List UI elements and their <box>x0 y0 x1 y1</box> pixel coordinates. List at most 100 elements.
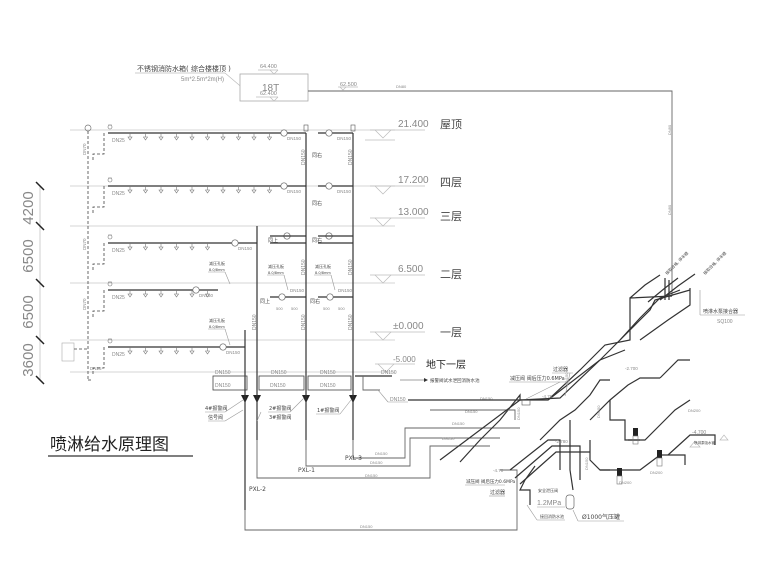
elevation-text: 13.000 <box>398 207 429 218</box>
svg-text:-4.70: -4.70 <box>493 468 504 473</box>
svg-text:同右: 同右 <box>312 152 322 159</box>
flow-indicator-icon <box>278 293 286 301</box>
flow-indicator-icon <box>326 293 334 301</box>
dimension-6500-a: 6500 <box>20 239 37 272</box>
outlet-elev: 62.500 <box>340 82 357 88</box>
sprinkler-head-icon <box>189 186 195 194</box>
pressure-tank-icon <box>565 494 575 510</box>
pxl-2-label: PXL-2 <box>249 486 266 493</box>
svg-text:DN150: DN150 <box>365 473 378 478</box>
svg-text:同上: 同上 <box>268 237 278 244</box>
sprinkler-head-icon <box>158 133 164 141</box>
svg-text:500: 500 <box>291 306 298 311</box>
svg-text:DN70: DN70 <box>82 143 87 155</box>
floor-name: 屋顶 <box>440 118 462 131</box>
sprinkler-head-icon <box>220 133 226 141</box>
svg-text:500: 500 <box>323 306 330 311</box>
test-valve-notes: 减压孔板 8.0/8mm 减压孔板 8.0/8mm 减压孔板 8.0/8mm 减… <box>208 260 345 346</box>
sprinkler-head-icon <box>266 133 273 141</box>
sprinkler-head-icon <box>204 243 211 251</box>
elevation-2f: 6.500 二层 <box>370 264 462 284</box>
filter-label: 过滤器 <box>553 366 568 373</box>
svg-text:DN150: DN150 <box>516 407 521 420</box>
outlet-dn: DN80 <box>396 84 407 89</box>
alarm-valve-station: DN150 DN150 DN150 DN150 DN150 DN150 DN15… <box>205 370 480 422</box>
flow-indicator-icon <box>231 239 239 247</box>
pump-adapter-label: 喷淋水泵接合器 <box>703 308 738 315</box>
alarm-valve-2-label: 2#报警阀 <box>269 405 291 412</box>
svg-text:DN150: DN150 <box>287 189 302 194</box>
pump-room-piping <box>408 273 729 510</box>
svg-text:DN200: DN200 <box>650 470 663 475</box>
sprinkler-head-icon <box>204 133 211 141</box>
sprinkler-head-icon <box>127 290 133 298</box>
sprinkler-head-icon <box>173 243 180 251</box>
svg-text:DN150: DN150 <box>442 436 455 441</box>
sprinkler-head-icon <box>189 347 195 355</box>
svg-text:500: 500 <box>338 306 345 311</box>
svg-text:同右: 同右 <box>312 200 322 207</box>
sprinkler-head-icon <box>127 243 133 251</box>
svg-text:同右: 同右 <box>312 237 322 244</box>
sprinkler-head-icon <box>173 347 180 355</box>
svg-text:-4.70: -4.70 <box>542 394 553 399</box>
svg-text:DN150: DN150 <box>360 524 373 529</box>
sprinkler-head-icon <box>220 186 226 194</box>
tank-capacity: 18T <box>262 83 279 94</box>
sprinkler-head-icon <box>204 347 211 355</box>
sprinkler-head-icon <box>158 186 164 194</box>
elevation-marks: 21.400 屋顶 17.200 四层 13.000 三层 6.500 二层 ±… <box>365 118 466 373</box>
dimension-chain: 4200 6500 6500 3600 <box>20 181 45 385</box>
filter-label-2: 过滤器 <box>490 489 505 496</box>
elevation-text: 6.500 <box>398 264 423 275</box>
svg-text:DN150: DN150 <box>290 288 305 293</box>
drain-back-label: 接回消防水池 <box>540 513 564 519</box>
sprinkler-head-icon <box>251 133 257 141</box>
sprinkler-head-icon <box>127 347 133 355</box>
sprinkler-head-icon <box>173 133 180 141</box>
elevation-roof: 21.400 屋顶 <box>365 118 462 141</box>
safety-pressure: 1.2MPa <box>537 500 561 507</box>
svg-text:DN150: DN150 <box>337 136 352 141</box>
svg-text:减压孔板: 减压孔板 <box>315 263 331 269</box>
svg-text:DN150: DN150 <box>480 396 493 401</box>
svg-text:DN200: DN200 <box>619 480 632 485</box>
svg-text:减压孔板: 减压孔板 <box>209 260 225 266</box>
sprinkler-head-icon <box>173 186 180 194</box>
svg-text:DN150: DN150 <box>301 149 307 165</box>
signal-valve-label: 信号阀 <box>208 414 223 421</box>
tank-size: 5m*2.5m*2m(H) <box>181 77 224 83</box>
diagram-title: 喷淋给水原理图 <box>48 435 193 457</box>
elevation-text: 21.400 <box>398 119 429 130</box>
svg-text:DN150: DN150 <box>564 372 569 385</box>
svg-text:DN150: DN150 <box>271 370 287 376</box>
svg-text:8.0/8mm: 8.0/8mm <box>209 325 225 329</box>
svg-text:8.0/8mm: 8.0/8mm <box>209 268 225 272</box>
sprinkler-head-icon <box>204 186 211 194</box>
svg-text:8.0/8mm: 8.0/8mm <box>268 271 284 275</box>
svg-text:减压孔板: 减压孔板 <box>209 317 225 323</box>
flow-indicator-icon <box>280 182 288 190</box>
tank-box <box>239 73 309 102</box>
sprinkler-head-icon <box>142 290 149 298</box>
sprinkler-head-icon <box>173 290 180 298</box>
svg-text:DN80: DN80 <box>667 124 672 135</box>
floor-name: 地下一层 <box>426 358 466 371</box>
sprinkler-head-icon <box>127 186 133 194</box>
sprinkler-head-icon <box>189 243 195 251</box>
svg-text:DN150: DN150 <box>348 314 354 330</box>
prv-label: 减压阀 阀后压力0.6MPa <box>510 375 565 382</box>
flow-indicator-icon <box>192 286 200 294</box>
drain-note: 报警阀试水泄回消防水池 <box>430 377 480 384</box>
svg-text:-4.700: -4.700 <box>692 430 706 436</box>
svg-text:DN150: DN150 <box>215 383 231 389</box>
alarm-valve-1-label: 1#报警阀 <box>317 407 339 414</box>
svg-text:DN25: DN25 <box>112 248 125 254</box>
svg-text:DN70: DN70 <box>82 238 87 250</box>
svg-text:500: 500 <box>276 306 283 311</box>
sprinkler-head-icon <box>189 290 195 298</box>
pump-inlet-2: 接取合格, 停车楼 <box>701 250 727 276</box>
